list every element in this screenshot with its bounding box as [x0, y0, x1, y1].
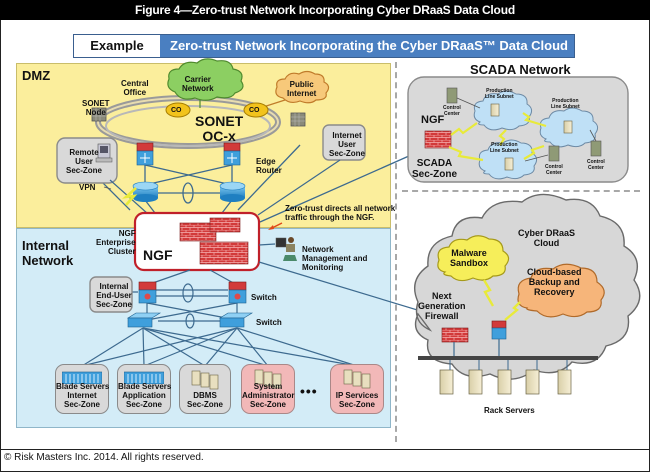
- sec-zone-label: IP Services Sec-Zone: [335, 391, 379, 409]
- switch-label-core: Switch: [251, 293, 277, 302]
- internet-user-sec-zone: [322, 124, 366, 161]
- malware-sandbox-label: Malware Sandbox: [450, 248, 489, 268]
- server-stack-icon: [343, 369, 371, 389]
- subnet-label: Production Line Subnet: [490, 142, 519, 154]
- workstation-icon: [95, 143, 113, 163]
- carrier-network-cloud: [167, 58, 244, 101]
- subnet-label: Production Line Subnet: [551, 98, 580, 110]
- edge-switch-left: [136, 142, 154, 166]
- co-label-right: CO: [249, 107, 260, 114]
- control-center-label: Control Center: [545, 164, 563, 176]
- control-center-label: Control Center: [587, 159, 605, 171]
- scada-ngf-icon: [424, 130, 452, 149]
- backup-recovery-cloud: [517, 263, 605, 318]
- sec-zone-dbms: DBMS Sec-Zone: [179, 364, 231, 414]
- scada-wireless-links: [448, 112, 547, 162]
- server-stack-icon: [254, 369, 282, 389]
- scada-sec-zone-label: SCADA Sec-Zone: [412, 158, 458, 180]
- subnet-label: Production Line Subnet: [485, 88, 514, 100]
- core-switch-right: [228, 281, 247, 304]
- control-center-icons: [446, 87, 602, 162]
- backup-recovery-label: Cloud-based Backup and Recovery: [527, 267, 582, 297]
- ngf-label: NGF: [143, 247, 173, 263]
- rack-server-icons: [439, 369, 572, 395]
- edge-switch-right: [223, 142, 241, 166]
- ngf-cluster-label: NGF Enterprise Cluster: [96, 229, 136, 256]
- horizontal-divider: [402, 190, 640, 192]
- figure-title: Figure 4—Zero-trust Network Incorporatin…: [0, 0, 650, 20]
- vertical-divider: [395, 62, 397, 442]
- router-right: [219, 181, 246, 202]
- edge-router-label: Edge Router: [256, 157, 282, 175]
- server-bus: [418, 356, 598, 360]
- sonet-node-icon: [91, 107, 107, 122]
- footer-divider: [0, 449, 650, 450]
- sec-zone-ip-services: IP Services Sec-Zone: [330, 364, 384, 414]
- sec-zone-system-admin: System Administrator Sec-Zone: [241, 364, 295, 414]
- vpn-lightning-icon: [122, 187, 138, 206]
- sec-zone-label: System Administrator Sec-Zone: [242, 382, 295, 409]
- draas-wireless-links: [482, 279, 521, 321]
- sec-zone-label: DBMS Sec-Zone: [186, 391, 223, 409]
- central-office-icon: [165, 102, 191, 118]
- router-left: [132, 181, 159, 202]
- internet-user-label: Internet User Sec-Zone: [329, 131, 366, 158]
- example-label: Example: [90, 38, 144, 53]
- vpn-label: VPN: [79, 183, 96, 192]
- central-office-icon: [243, 102, 269, 118]
- scada-network-title: SCADA Network: [470, 62, 571, 77]
- network-management-label: Network Management and Monitoring: [302, 245, 368, 272]
- draas-cloud-title: Cyber DRaaS Cloud: [518, 228, 576, 248]
- access-switch-right: [218, 312, 254, 328]
- core-switch-left: [138, 281, 157, 304]
- example-header: Example Zero-trust Network Incorporating…: [73, 34, 575, 58]
- scada-ngf-label: NGF: [421, 114, 445, 126]
- blade-server-icon: [62, 371, 102, 384]
- zero-trust-note: Zero-trust directs all network traffic t…: [285, 204, 396, 222]
- example-title: Zero-trust Network Incorporating the Cyb…: [160, 35, 574, 57]
- remote-user-label: Remote User Sec-Zone: [66, 148, 103, 175]
- network-admin-icon: [275, 237, 297, 261]
- sec-zone-blade-internet: Blade Servers Internet Sec-Zone: [55, 364, 109, 414]
- server-stack-icon: [191, 370, 219, 390]
- draas-switch: [491, 320, 507, 340]
- draas-ngf-icon: [441, 327, 469, 343]
- sonet-ring-label: SONET OC-x: [195, 113, 244, 144]
- co-label-left: CO: [171, 107, 182, 114]
- firewall-icon: [179, 217, 249, 265]
- copyright-footer: © Risk Masters Inc. 2014. All rights res…: [4, 452, 204, 463]
- more-zones-ellipsis: •••: [300, 383, 318, 399]
- central-office-label: Central Office: [121, 79, 149, 97]
- switch-label-access: Switch: [256, 318, 282, 327]
- access-switch-left: [126, 312, 162, 328]
- sec-zone-label: Blade Servers Internet Sec-Zone: [56, 382, 110, 409]
- carrier-network-label: Carrier Network: [182, 75, 214, 93]
- public-internet-cloud: [275, 70, 330, 104]
- sec-zone-blade-application: Blade Servers Application Sec-Zone: [117, 364, 171, 414]
- dmz-title: DMZ: [22, 68, 51, 83]
- internal-end-user-sec-zone: [89, 276, 133, 313]
- malware-sandbox-cloud: [437, 235, 510, 282]
- sonet-node-icon: [290, 112, 306, 127]
- public-internet-label: Public Internet: [287, 80, 317, 98]
- scada-server-icons: [490, 103, 573, 171]
- sonet-node-label: SONET Node: [82, 99, 110, 117]
- blade-server-icon: [124, 371, 164, 384]
- control-center-label: Control Center: [443, 105, 461, 117]
- rack-servers-label: Rack Servers: [484, 406, 535, 415]
- internal-end-user-label: Internal End-User Sec-Zone: [96, 282, 133, 309]
- sec-zone-label: Blade Servers Application Sec-Zone: [118, 382, 172, 409]
- next-gen-firewall-label: Next Generation Firewall: [418, 291, 466, 321]
- internal-network-title: Internal Network: [22, 238, 74, 268]
